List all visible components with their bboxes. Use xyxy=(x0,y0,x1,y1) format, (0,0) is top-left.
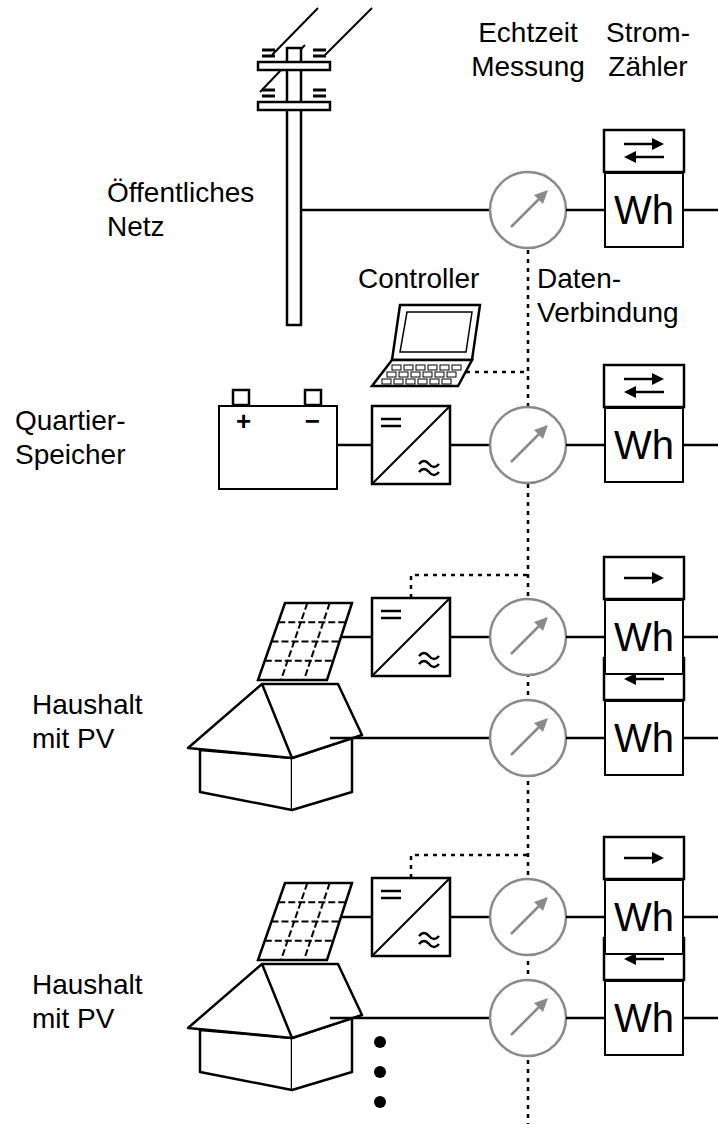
label-text: Haushalt mit PV xyxy=(32,968,157,1035)
label-text: Öffentliches Netz xyxy=(107,176,292,243)
energy-meter: Wh xyxy=(604,980,684,1056)
meter-unit: Wh xyxy=(614,897,674,937)
energy-meter: Wh xyxy=(604,407,684,483)
meter-unit: Wh xyxy=(614,718,674,758)
energy-meter: Wh xyxy=(604,879,684,955)
label-text: Daten-Verbindung xyxy=(537,262,702,329)
polarity-sign: − xyxy=(305,407,320,436)
energy-meter: Wh xyxy=(604,599,684,675)
meter-unit: Wh xyxy=(614,190,674,230)
energy-meter: Wh xyxy=(604,700,684,776)
meter-unit: Wh xyxy=(614,617,674,657)
label-text: Haushalt mit PV xyxy=(32,688,157,755)
label-text: Quartier-Speicher xyxy=(15,404,187,471)
energy-meter: Wh xyxy=(604,172,684,248)
polarity-sign: + xyxy=(236,407,251,436)
meter-unit: Wh xyxy=(614,425,674,465)
label-text: Controller xyxy=(358,262,508,296)
meter-unit: Wh xyxy=(614,998,674,1038)
battery-storage: +− xyxy=(218,405,338,490)
label-text: Echtzeit Messung xyxy=(458,16,598,83)
label-text: Strom-Zähler xyxy=(603,16,693,83)
